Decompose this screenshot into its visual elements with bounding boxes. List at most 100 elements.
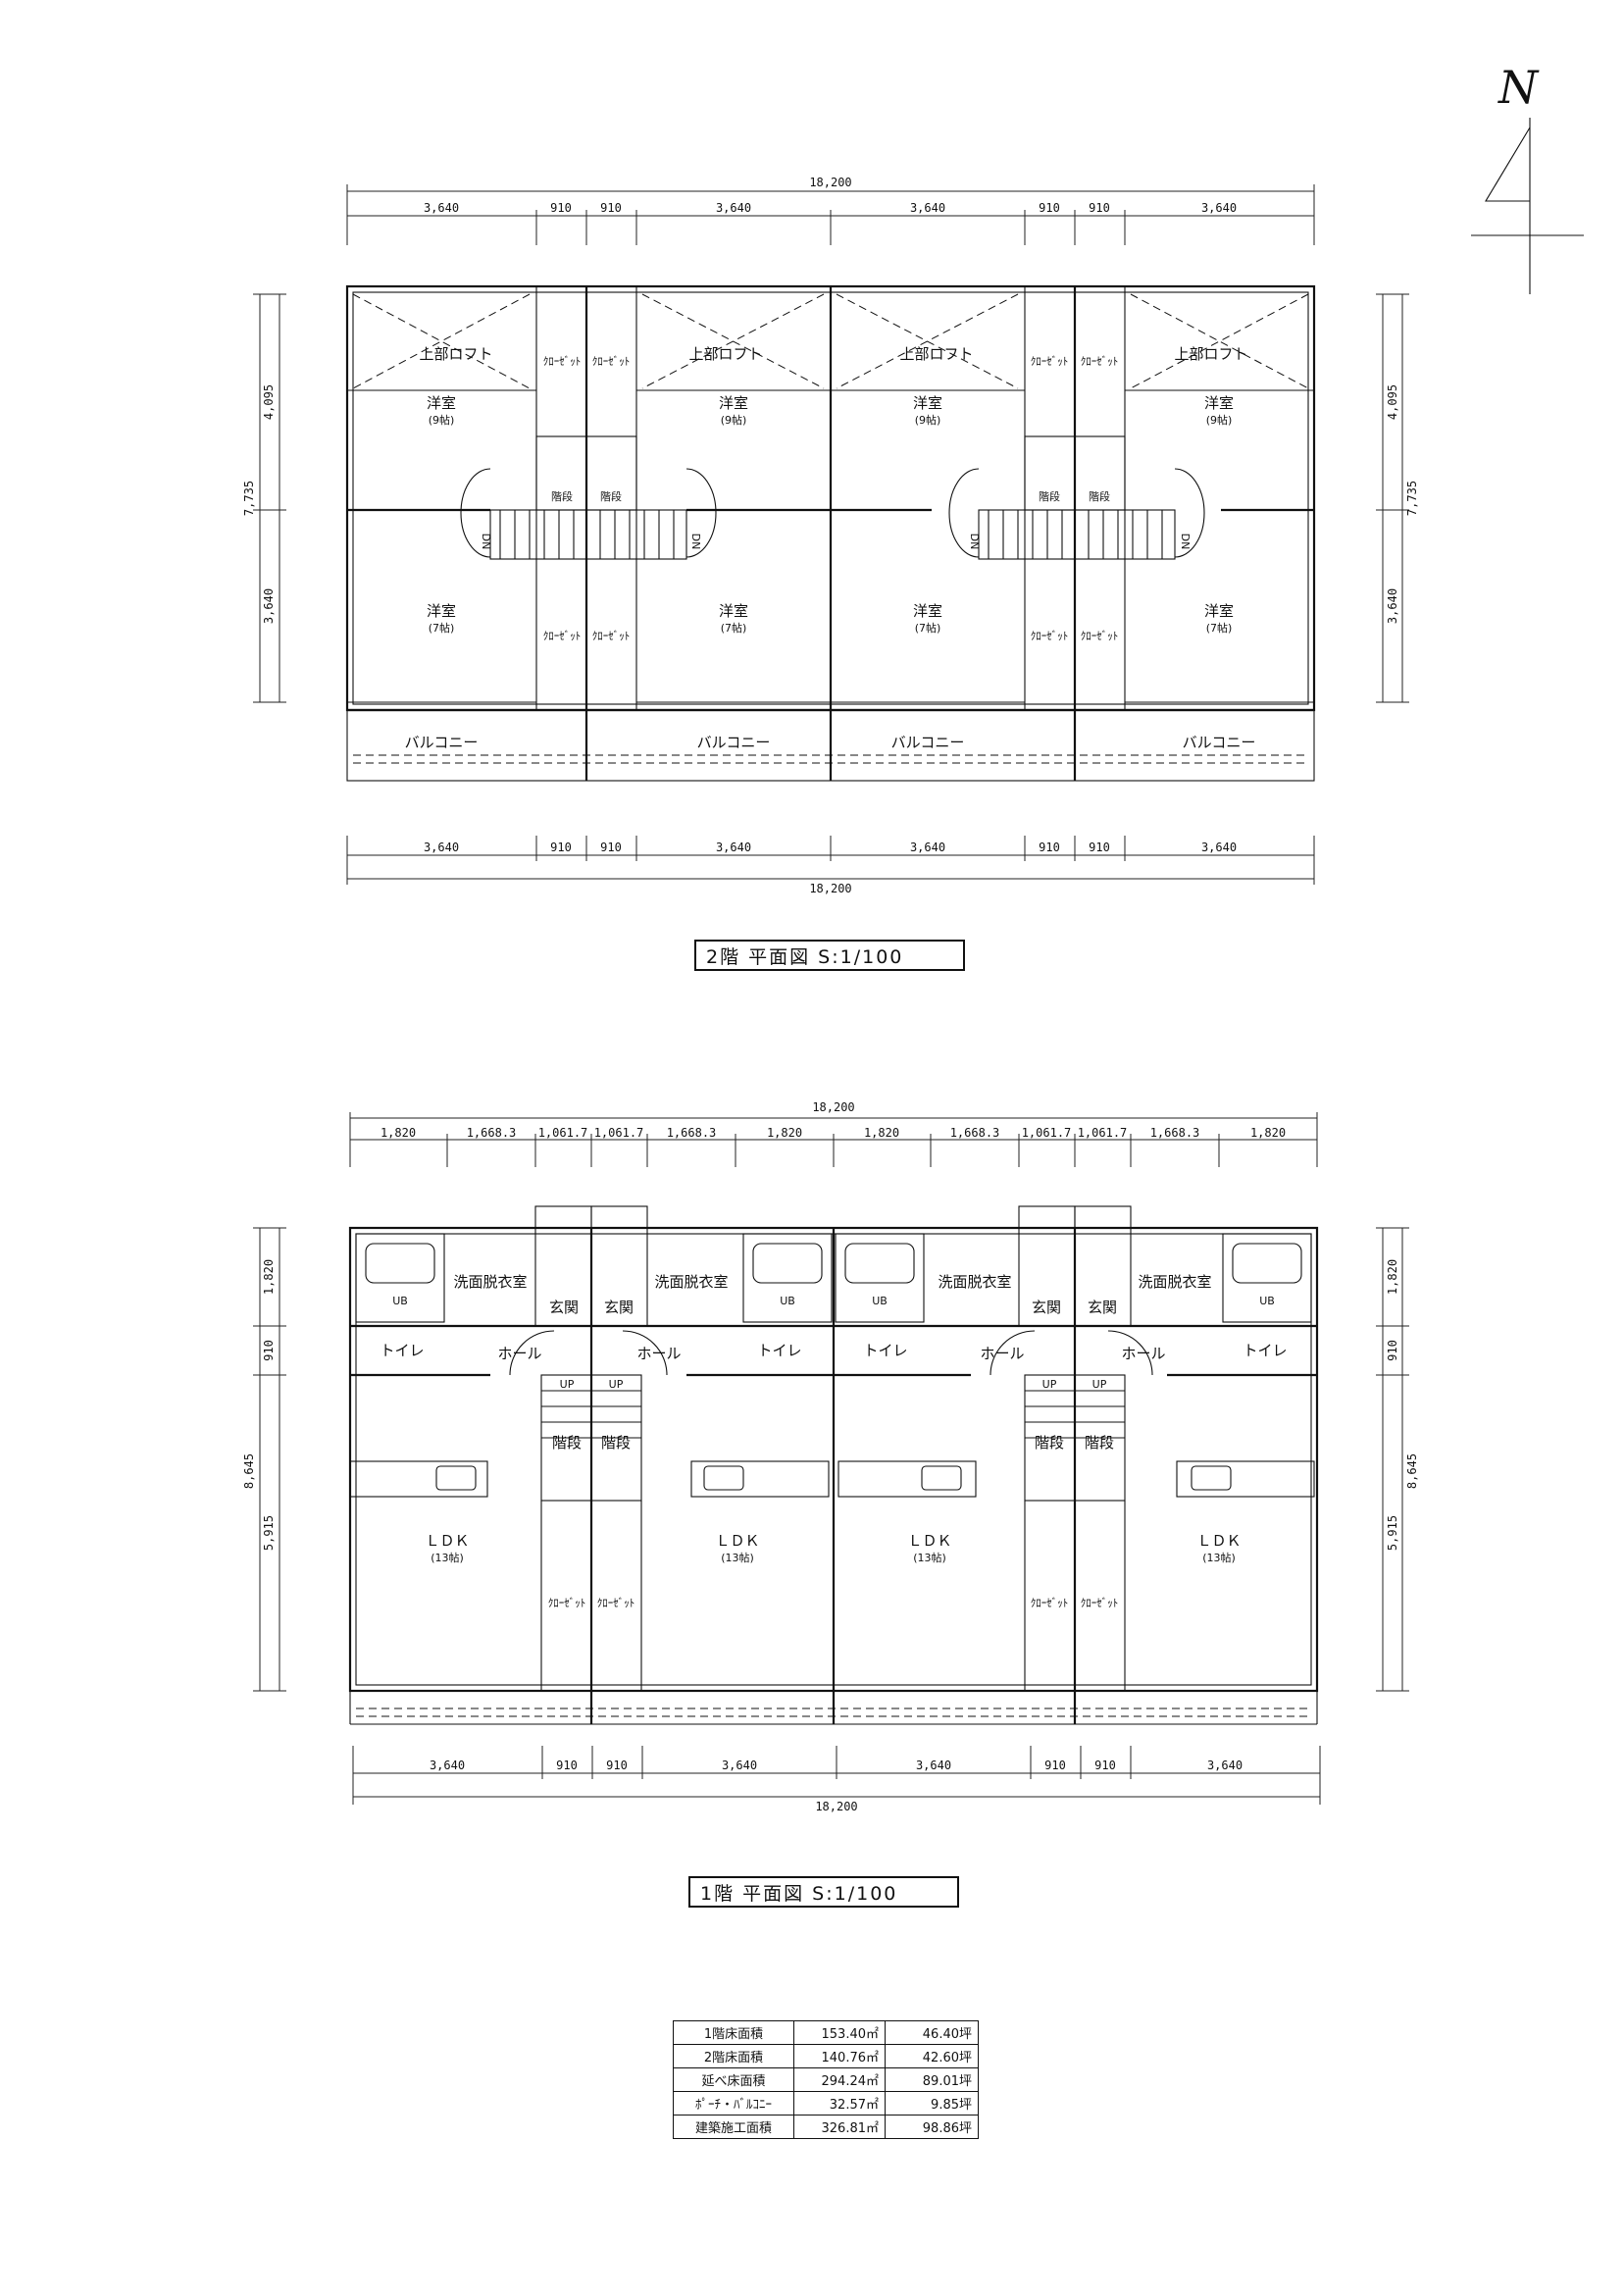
floor2-title: 2階 平面図 S:1/100 bbox=[694, 940, 965, 971]
f2-dim-bottom: 910 bbox=[550, 841, 572, 854]
f1-dim-top: 1,820 bbox=[381, 1126, 416, 1140]
room-label-loft: 上部ロフト bbox=[688, 345, 762, 363]
closet-label: ｸﾛｰｾﾞｯﾄ bbox=[543, 355, 582, 368]
balcony-label: バルコニー bbox=[891, 734, 965, 751]
ub-label: UB bbox=[392, 1295, 408, 1307]
f1-dim-bottom: 910 bbox=[1044, 1759, 1066, 1772]
stairs-label: 階段 bbox=[1085, 1434, 1114, 1452]
f2-dim-top: 910 bbox=[1039, 201, 1060, 215]
dn-label: DN bbox=[480, 534, 492, 550]
f2-dim-top: 910 bbox=[600, 201, 622, 215]
room-label-western: 洋室 bbox=[719, 394, 748, 412]
f1-dim-top: 1,820 bbox=[767, 1126, 802, 1140]
toilet-label: トイレ bbox=[1243, 1342, 1287, 1359]
f2-dim-side: 4,095 bbox=[1386, 384, 1399, 420]
f2-dim-side: 3,640 bbox=[1386, 588, 1399, 624]
area-label: 建築施工面積 bbox=[673, 2115, 794, 2139]
f2-dim-bottom: 3,640 bbox=[716, 841, 751, 854]
room-label-western: 洋室 bbox=[913, 394, 942, 412]
area-m2: 294.24㎡ bbox=[793, 2067, 886, 2092]
room-label-western: 洋室 bbox=[1204, 394, 1234, 412]
up-label: UP bbox=[1092, 1378, 1107, 1391]
ldk-size: (13帖) bbox=[1202, 1552, 1236, 1564]
f2-dim-bottom-total: 18,200 bbox=[809, 882, 851, 895]
area-table: 1階床面積 153.40㎡ 46.40坪 2階床面積 140.76㎡ 42.60… bbox=[673, 2020, 979, 2139]
closet-label: ｸﾛｰｾﾞｯﾄ bbox=[548, 1597, 586, 1609]
room-label-loft: 上部ロフト bbox=[419, 345, 492, 363]
area-label: ﾎﾟｰﾁ・ﾊﾞﾙｺﾆｰ bbox=[673, 2091, 794, 2116]
room-size: (7帖) bbox=[721, 622, 747, 635]
hall-label: ホール bbox=[497, 1345, 541, 1362]
f1-dim-side: 5,915 bbox=[262, 1515, 276, 1551]
room-label-western: 洋室 bbox=[427, 602, 456, 620]
f1-dim-side: 1,820 bbox=[262, 1259, 276, 1295]
f1-dim-total: 18,200 bbox=[812, 1100, 854, 1114]
entrance-label: 玄関 bbox=[1088, 1299, 1117, 1316]
table-row: ﾎﾟｰﾁ・ﾊﾞﾙｺﾆｰ 32.57㎡ 9.85坪 bbox=[673, 2091, 979, 2116]
f1-dim-bottom: 910 bbox=[606, 1759, 628, 1772]
up-label: UP bbox=[1042, 1378, 1057, 1391]
room-size: (9帖) bbox=[915, 414, 941, 427]
f2-dim-side-total: 7,735 bbox=[1405, 481, 1419, 516]
area-tsubo: 46.40坪 bbox=[885, 2020, 979, 2045]
ldk-label: ＬＤＫ bbox=[425, 1532, 469, 1550]
stairs-label: 階段 bbox=[1035, 1434, 1064, 1452]
area-m2: 153.40㎡ bbox=[793, 2020, 886, 2045]
closet-label: ｸﾛｰｾﾞｯﾄ bbox=[597, 1597, 635, 1609]
ldk-label: ＬＤＫ bbox=[715, 1532, 759, 1550]
room-size: (9帖) bbox=[429, 414, 455, 427]
balcony-label: バルコニー bbox=[1183, 734, 1256, 751]
f2-unit-2: 上部ロフト 洋室 (9帖) 洋室 (7帖) ｸﾛｰｾﾞｯﾄ ｸﾛｰｾﾞｯﾄ 階段… bbox=[592, 345, 771, 751]
f1-dim-bottom: 3,640 bbox=[722, 1759, 757, 1772]
stairs-label: 階段 bbox=[551, 489, 573, 503]
stairs-label: 階段 bbox=[1089, 489, 1110, 503]
f1-dim-side: 910 bbox=[262, 1340, 276, 1361]
closet-label: ｸﾛｰｾﾞｯﾄ bbox=[1031, 1597, 1069, 1609]
f2-dim-side: 4,095 bbox=[262, 384, 276, 420]
stairs-label: 階段 bbox=[552, 1434, 582, 1452]
area-label: 2階床面積 bbox=[673, 2044, 794, 2068]
stairs-label: 階段 bbox=[601, 1434, 631, 1452]
closet-label: ｸﾛｰｾﾞｯﾄ bbox=[1081, 1597, 1119, 1609]
closet-label: ｸﾛｰｾﾞｯﾄ bbox=[1031, 355, 1069, 368]
washroom-label: 洗面脱衣室 bbox=[938, 1273, 1011, 1291]
room-label-western: 洋室 bbox=[719, 602, 748, 620]
washroom-label: 洗面脱衣室 bbox=[453, 1273, 527, 1291]
f1-dim-bottom-total: 18,200 bbox=[815, 1800, 857, 1813]
closet-label: ｸﾛｰｾﾞｯﾄ bbox=[1081, 355, 1119, 368]
entrance-label: 玄関 bbox=[549, 1299, 579, 1316]
dn-label: DN bbox=[968, 534, 981, 550]
f1-dim-top: 1,668.3 bbox=[667, 1126, 717, 1140]
f2-unit-4: 上部ロフト 洋室 (9帖) 洋室 (7帖) ｸﾛｰｾﾞｯﾄ ｸﾛｰｾﾞｯﾄ 階段… bbox=[1081, 345, 1256, 751]
balcony-label: バルコニー bbox=[405, 734, 479, 751]
balcony-label: バルコニー bbox=[697, 734, 771, 751]
area-label: 1階床面積 bbox=[673, 2020, 794, 2045]
f1-unit-1: UB 洗面脱衣室 玄関 トイレ ホール UP 階段 ＬＤＫ (13帖) ｸﾛｰｾ… bbox=[380, 1273, 585, 1609]
f1-dim-side: 910 bbox=[1386, 1340, 1399, 1361]
north-label: N bbox=[1498, 61, 1539, 114]
room-size: (9帖) bbox=[1206, 414, 1233, 427]
hall-label: ホール bbox=[636, 1345, 681, 1362]
north-arrow-icon bbox=[1471, 118, 1584, 294]
f1-dim-top: 1,061.7 bbox=[594, 1126, 644, 1140]
f1-dim-bottom: 3,640 bbox=[1207, 1759, 1243, 1772]
room-label-loft: 上部ロフト bbox=[1174, 345, 1247, 363]
area-tsubo: 42.60坪 bbox=[885, 2044, 979, 2068]
f1-unit-2: UB 洗面脱衣室 玄関 トイレ ホール UP 階段 ＬＤＫ (13帖) ｸﾛｰｾ… bbox=[597, 1273, 802, 1609]
f1-dim-bottom: 3,640 bbox=[430, 1759, 465, 1772]
room-size: (9帖) bbox=[721, 414, 747, 427]
f2-dim-bottom: 910 bbox=[1089, 841, 1110, 854]
area-m2: 32.57㎡ bbox=[793, 2091, 886, 2116]
ub-label: UB bbox=[1259, 1295, 1275, 1307]
entrance-label: 玄関 bbox=[604, 1299, 634, 1316]
f1-dim-top: 1,820 bbox=[864, 1126, 899, 1140]
area-m2: 140.76㎡ bbox=[793, 2044, 886, 2068]
closet-label: ｸﾛｰｾﾞｯﾄ bbox=[1031, 630, 1069, 642]
f1-dim-top: 1,061.7 bbox=[1022, 1126, 1072, 1140]
up-label: UP bbox=[560, 1378, 575, 1391]
room-size: (7帖) bbox=[429, 622, 455, 635]
f1-unit-4: UB 洗面脱衣室 玄関 トイレ ホール UP 階段 ＬＤＫ (13帖) ｸﾛｰｾ… bbox=[1081, 1273, 1288, 1609]
ldk-label: ＬＤＫ bbox=[1196, 1532, 1241, 1550]
table-row: 建築施工面積 326.81㎡ 98.86坪 bbox=[673, 2115, 979, 2139]
